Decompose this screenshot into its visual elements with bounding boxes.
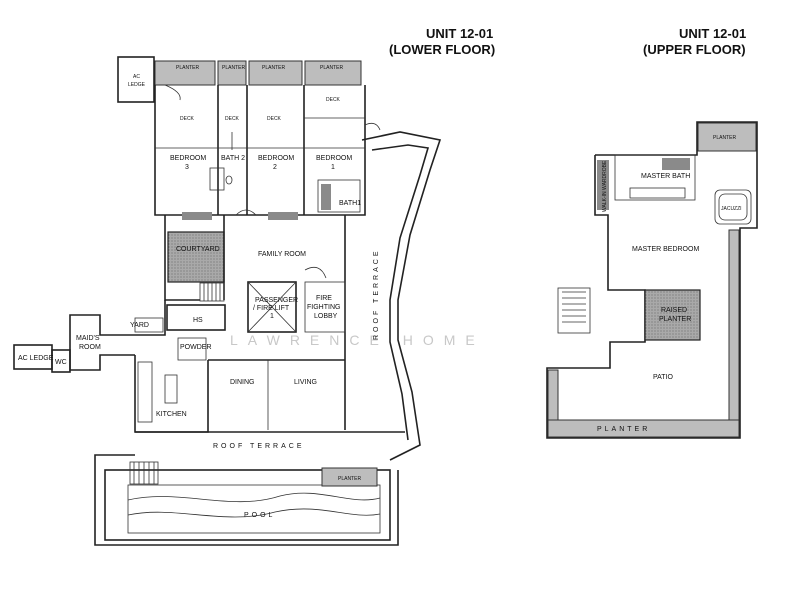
master-bedroom-label: MASTER BEDROOM [632, 246, 699, 253]
roof-terrace-outline [361, 131, 442, 461]
bedroom1-number: 1 [331, 164, 335, 171]
deck-label-a: DECK [180, 116, 195, 122]
planter-strip-d [304, 60, 362, 86]
planter-strip-a [154, 60, 216, 86]
upper-planter-bottom [547, 419, 740, 438]
upper-floor-plan: UNIT 12-01 (UPPER FLOOR) PLANTER MASTER … [546, 26, 758, 439]
ac-ledge-left [13, 344, 53, 370]
planter-label-c: PLANTER [262, 65, 285, 71]
lift-label1: PASSENGER [255, 297, 298, 304]
bedroom-wing-wall [154, 85, 366, 216]
ac-ledge-top-label1: AC [133, 74, 140, 80]
raised-planter-label1: RAISED [661, 307, 687, 314]
pool-deck-outline [94, 454, 399, 546]
maids-label1: MAID'S [76, 335, 100, 342]
lift-shaft [247, 281, 297, 333]
yard-label: YARD [130, 322, 149, 329]
pool-coping [104, 469, 391, 541]
lift-label2: / FIRE LIFT [253, 305, 290, 312]
lower-floor-plan: UNIT 12-01 (LOWER FLOOR) PLANTER PLANTER… [13, 26, 495, 546]
roof-terrace-inner [371, 144, 430, 441]
watermark: LAWRENCE HOME [230, 332, 485, 348]
bath1-label: BATH1 [339, 200, 361, 207]
deck-label-d: DECK [326, 97, 341, 103]
lower-title-line1: UNIT 12-01 [426, 26, 493, 41]
planter-label-a: PLANTER [176, 65, 199, 71]
powder-room [177, 337, 207, 361]
household-shelter [166, 304, 226, 331]
roof-terrace-vertical: ROOF TERRACE [373, 249, 380, 341]
deck-label-b: DECK [225, 116, 240, 122]
pool-planter-label: PLANTER [338, 476, 361, 482]
lower-title-line2: (LOWER FLOOR) [389, 42, 495, 57]
bedroom2-label: BEDROOM [258, 155, 294, 162]
kitchen-label: KITCHEN [156, 411, 187, 418]
bedroom3-number: 3 [185, 164, 189, 171]
lobby-label2: FIGHTING [307, 304, 340, 311]
powder-label: POWDER [180, 344, 212, 351]
upper-planter-top-label: PLANTER [713, 135, 736, 141]
bedroom3-label: BEDROOM [170, 155, 206, 162]
bedroom1-label: BEDROOM [316, 155, 352, 162]
patio-label: PATIO [653, 374, 674, 381]
planter-label-b: PLANTER [222, 65, 245, 71]
ac-ledge-top-label2: LEDGE [128, 82, 146, 88]
lift-label3: 1 [270, 313, 274, 320]
ac-ledge-left-label: AC LEDGE [18, 355, 54, 362]
lobby-label1: FIRE [316, 295, 332, 302]
planter-label-d: PLANTER [320, 65, 343, 71]
raised-planter [644, 289, 701, 341]
courtyard-label: COURTYARD [176, 246, 220, 253]
upper-title-line2: (UPPER FLOOR) [643, 42, 746, 57]
upper-title-line1: UNIT 12-01 [679, 26, 746, 41]
pool-label: POOL [244, 512, 275, 519]
jacuzzi-label: JACUZZI [721, 206, 742, 212]
bath2-label: BATH 2 [221, 155, 245, 162]
upper-planter-top [697, 122, 757, 152]
planter-strip-c [248, 60, 303, 86]
planter-strip-b [217, 60, 247, 86]
raised-planter-label2: PLANTER [659, 316, 691, 323]
bedroom2-number: 2 [273, 164, 277, 171]
service-wing-wall [69, 300, 166, 371]
upper-planter-bottom-label: PLANTER [597, 426, 650, 433]
living-label: LIVING [294, 379, 317, 386]
courtyard [167, 231, 225, 283]
pool-planter [321, 467, 378, 487]
jacuzzi [714, 189, 752, 225]
kitchen-wall [134, 355, 209, 433]
roof-terrace-label: ROOF TERRACE [213, 443, 305, 450]
pool [127, 484, 381, 534]
maids-label2: ROOM [79, 344, 101, 351]
walk-in-label: WALK-IN WARDROBE [602, 160, 608, 212]
deck-label-c: DECK [267, 116, 282, 122]
upper-outline [546, 121, 758, 439]
fire-lobby [304, 281, 346, 333]
wc-label: WC [55, 359, 67, 366]
master-bath-label: MASTER BATH [641, 173, 690, 180]
hs-label: HS [193, 317, 203, 324]
master-bath [614, 154, 696, 201]
dining-label: DINING [230, 379, 255, 386]
family-room-label: FAMILY ROOM [258, 251, 306, 258]
lobby-label3: LOBBY [314, 313, 338, 320]
ac-ledge-top [117, 56, 155, 103]
